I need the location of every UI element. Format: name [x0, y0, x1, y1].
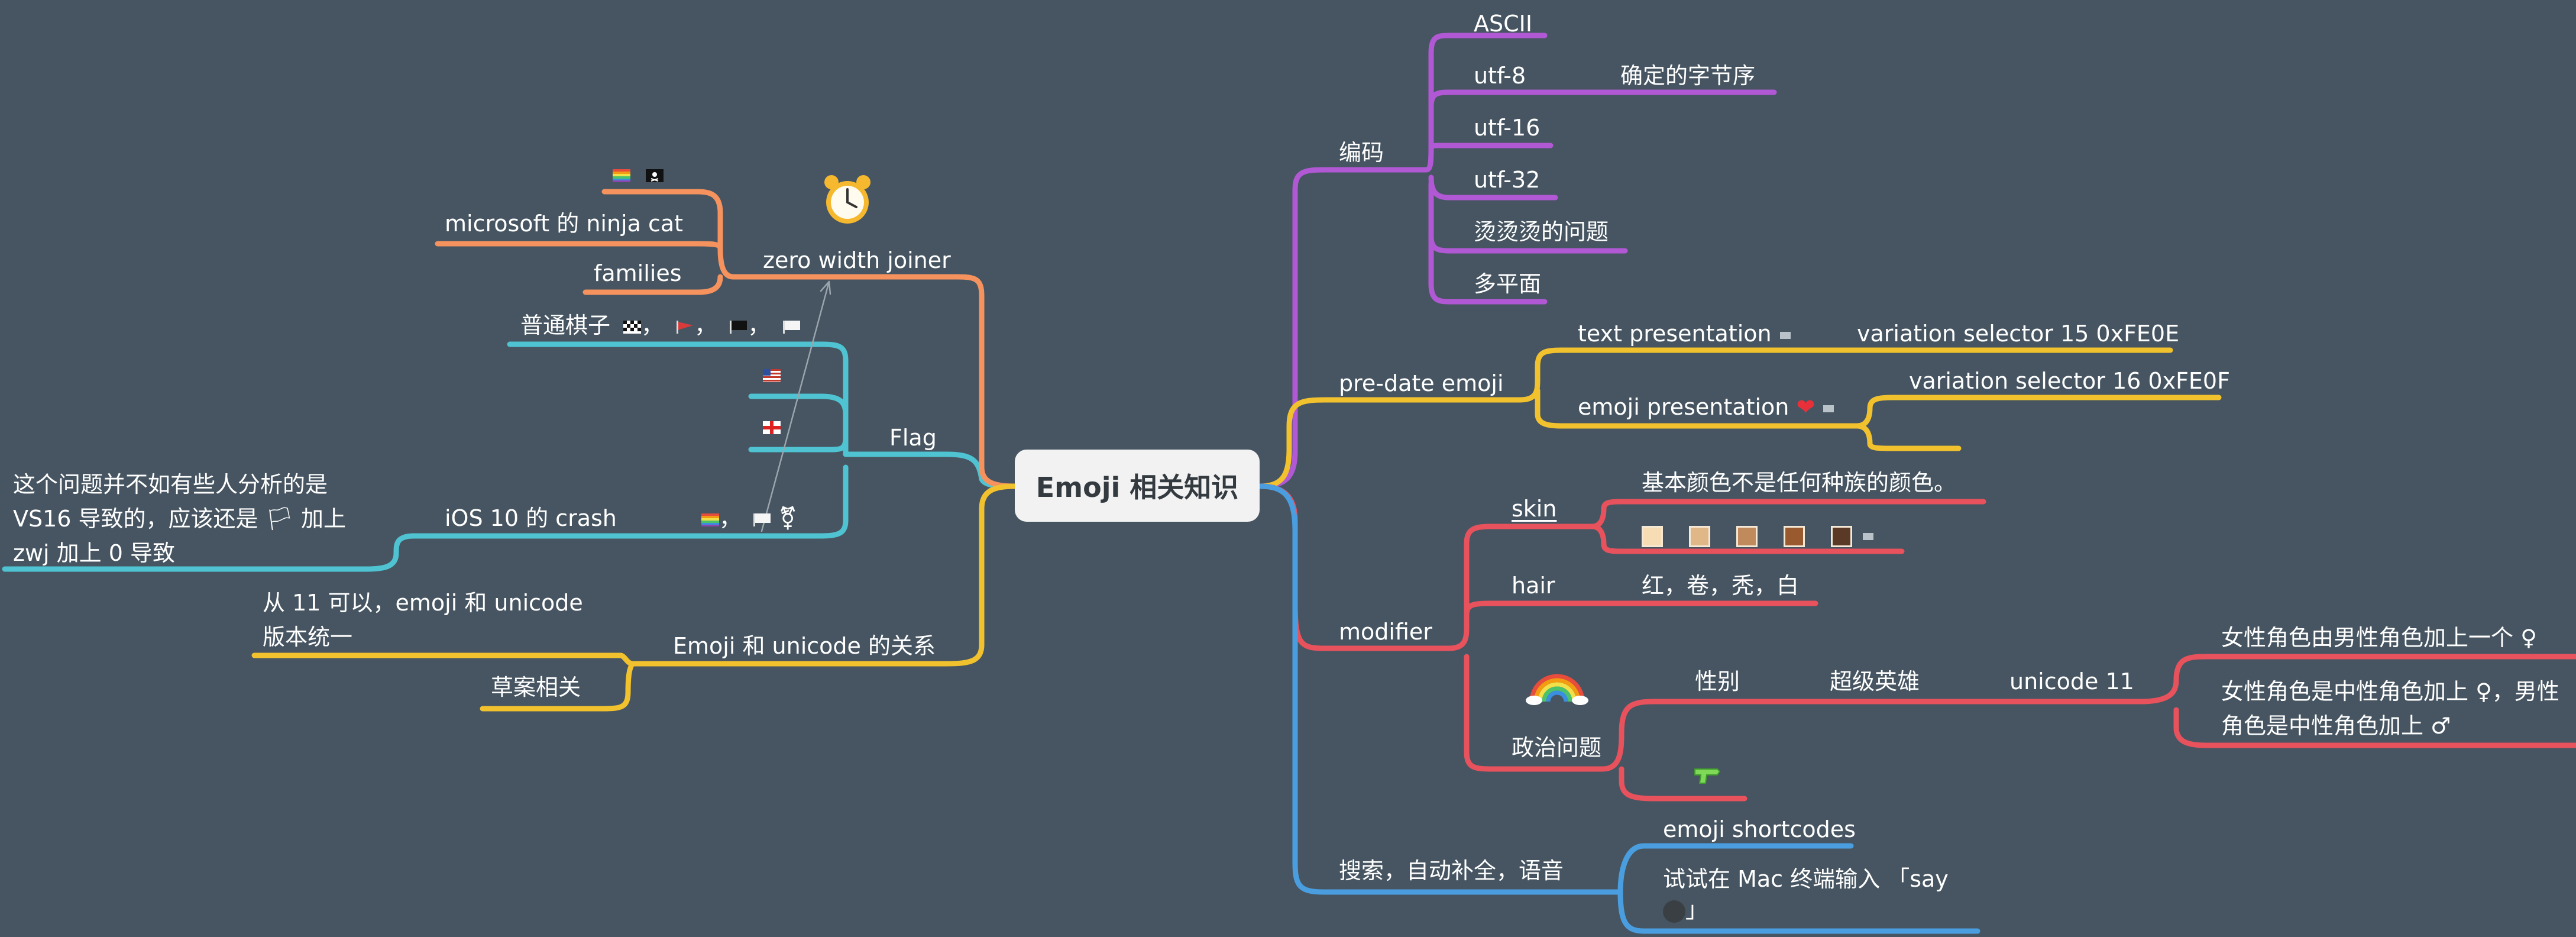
gorilla-icon — [1663, 900, 1685, 923]
topic-utf8[interactable]: utf-8 — [1474, 63, 1526, 89]
relationship-arrow — [760, 280, 830, 532]
skin-tone-swatch-5 — [1831, 525, 1852, 547]
say-end: 」 — [1685, 897, 1708, 923]
pirate-flag-icon — [646, 169, 664, 182]
topic-version-unified[interactable]: 从 11 可以，emoji 和 unicode 版本统一 — [263, 590, 583, 650]
topic-utf32[interactable]: utf-32 — [1474, 167, 1541, 193]
topic-shortcodes[interactable]: emoji shortcodes — [1663, 816, 1856, 842]
topic-modifier[interactable]: modifier — [1339, 619, 1432, 645]
heart-icon: ❤ — [1796, 394, 1816, 420]
text-presentation-label: text presentation — [1578, 321, 1772, 347]
topic-emoji-presentation[interactable]: emoji presentation ❤ — [1578, 393, 1834, 421]
rainbow-flag-icon — [701, 513, 719, 526]
topic-utf16[interactable]: utf-16 — [1474, 115, 1541, 141]
topic-female-neutral[interactable]: 女性角色是中性角色加上 ♀，男性角色是中性角色加上 ♂ — [2221, 678, 2559, 739]
predate-branch-lines — [1258, 347, 2222, 489]
rainbow-icon — [1526, 674, 1588, 705]
topic-superhero[interactable]: 超级英雄 — [1830, 668, 1920, 694]
topic-skin-desc[interactable]: 基本颜色不是任何种族的颜色。 — [1642, 470, 1957, 496]
topic-tangtang[interactable]: 烫烫烫的问题 — [1474, 219, 1609, 245]
topic-text-presentation[interactable]: text presentation — [1578, 319, 1791, 348]
topic-zwj-flags[interactable] — [613, 160, 664, 188]
transgender-symbol-icon: ⚧ — [778, 505, 798, 531]
alarm-clock-icon — [824, 175, 870, 224]
note-icon[interactable] — [1863, 532, 1873, 540]
topic-ios-flags[interactable]: ， ⚧ — [701, 504, 797, 532]
topic-byte-order[interactable]: 确定的字节序 — [1620, 63, 1756, 89]
us-flag-icon — [763, 369, 781, 382]
unicode-branch-lines — [251, 483, 1018, 712]
topic-flag[interactable]: Flag — [889, 425, 937, 451]
topic-zwj[interactable]: zero width joiner — [763, 247, 951, 273]
topic-hair[interactable]: hair — [1512, 573, 1555, 599]
topic-draft[interactable]: 草案相关 — [491, 674, 581, 700]
topic-skin-tones[interactable] — [1642, 521, 1873, 549]
emoji-presentation-label: emoji presentation — [1578, 394, 1789, 420]
topic-hair-desc[interactable]: 红，卷，秃，白 — [1642, 573, 1800, 599]
red-flag-icon — [677, 320, 694, 334]
comma: ， — [694, 312, 717, 338]
skin-tone-swatch-4 — [1784, 525, 1805, 547]
topic-skin[interactable]: skin — [1512, 496, 1557, 522]
skin-tone-swatch-2 — [1689, 525, 1710, 547]
water-pistol-icon — [1694, 768, 1721, 784]
topic-predate[interactable]: pre-date emoji — [1339, 370, 1504, 396]
topic-unicode11[interactable]: unicode 11 — [2009, 668, 2134, 694]
comma: ， — [641, 312, 664, 338]
topic-unicode-relation[interactable]: Emoji 和 unicode 的关系 — [673, 633, 936, 659]
zwj-branch-lines — [435, 189, 1018, 489]
topic-multiplane[interactable]: 多平面 — [1474, 271, 1542, 297]
topic-families[interactable]: families — [594, 260, 682, 286]
topic-encoding[interactable]: 编码 — [1339, 140, 1384, 166]
topic-ios-crash[interactable]: iOS 10 的 crash — [445, 505, 617, 531]
topic-ninja-cat[interactable]: microsoft 的 ninja cat — [445, 211, 684, 237]
topic-gender[interactable]: 性别 — [1695, 668, 1740, 694]
topic-say[interactable]: 试试在 Mac 终端输入 「say 」 — [1663, 865, 1949, 924]
topic-chess-flags[interactable]: 普通棋子 ， ， ， — [520, 311, 801, 340]
topic-politics[interactable]: 政治问题 — [1512, 735, 1602, 761]
chess-label: 普通棋子 — [520, 312, 611, 338]
skin-tone-swatch-1 — [1642, 525, 1663, 547]
search-branch-lines — [1258, 483, 1980, 934]
note-icon[interactable] — [1823, 405, 1834, 412]
comma: ， — [747, 312, 771, 338]
topic-search[interactable]: 搜索，自动补全，语音 — [1339, 858, 1564, 884]
rainbow-flag-icon — [613, 169, 630, 182]
comma: ， — [719, 505, 742, 531]
chequered-flag-icon — [623, 320, 642, 334]
topic-ascii[interactable]: ASCII — [1474, 11, 1533, 37]
topic-vs15[interactable]: variation selector 15 0xFE0E — [1857, 321, 2180, 347]
say-line: 试试在 Mac 终端输入 「say — [1663, 866, 1949, 892]
note-icon[interactable] — [1779, 331, 1791, 339]
white-flag-icon — [753, 513, 771, 526]
black-flag-icon — [730, 320, 747, 334]
topic-female-desc[interactable]: 女性角色由男性角色加上一个 ♀ — [2221, 625, 2537, 651]
relationship-arrow-head — [820, 280, 831, 295]
skin-tone-swatch-3 — [1736, 525, 1758, 547]
root-topic[interactable]: Emoji 相关知识 — [1015, 450, 1260, 522]
white-flag-icon — [783, 320, 801, 334]
topic-vs16[interactable]: variation selector 16 0xFE0F — [1909, 368, 2230, 394]
topic-ios-note[interactable]: 这个问题并不如有些人分析的是 VS16 导致的，应该还是 🏳 加上 zwj 加上… — [13, 471, 346, 566]
encoding-branch-lines — [1258, 33, 1777, 489]
england-flag-icon — [763, 421, 781, 434]
